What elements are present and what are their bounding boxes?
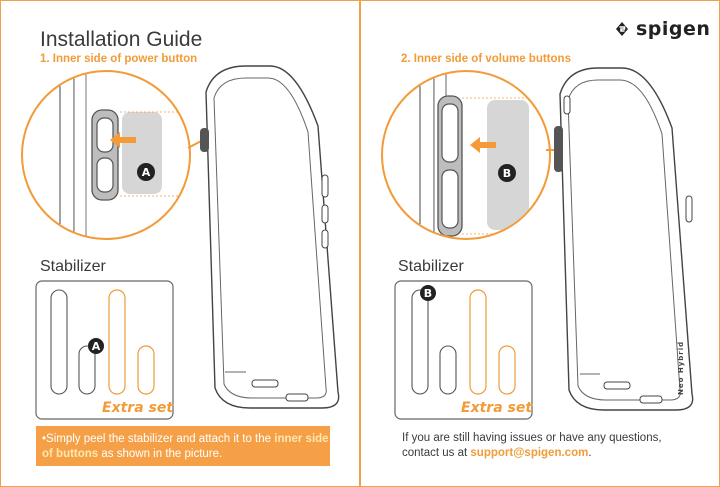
help-text: If you are still having issues or have a… (402, 431, 702, 461)
instruction-text: •Simply peel the stabilizer and attach i… (42, 432, 332, 462)
instruction-prefix: •Simply peel the stabilizer and attach i… (42, 433, 275, 445)
svg-text:Extra set: Extra set (461, 400, 533, 416)
brand-logo: spigen (612, 18, 710, 40)
svg-text:Extra set: Extra set (102, 400, 174, 416)
page-title: Installation Guide (40, 28, 203, 51)
case-brand-text: Neo Hybrid (677, 341, 685, 395)
stabilizer-box-left: A Extra set (35, 280, 174, 420)
panel-divider (359, 0, 361, 487)
svg-text:A: A (92, 340, 101, 353)
stabilizer-heading-right: Stabilizer (398, 258, 464, 275)
stabilizer-heading-left: Stabilizer (40, 258, 106, 275)
help-line-1: If you are still having issues or have a… (402, 432, 662, 444)
arrow-left-icon (110, 132, 136, 148)
svg-text:B: B (503, 167, 511, 180)
arrow-right-icon (470, 137, 496, 153)
badge-a-zoom: A (137, 163, 155, 181)
bumper-case-left (200, 65, 340, 409)
instruction-highlight: inner side of buttons (42, 433, 329, 460)
spigen-logo-icon (616, 22, 628, 36)
badge-b-zoom: B (498, 164, 516, 182)
zoom-circle-volume (381, 70, 551, 240)
step-2-label: 2. Inner side of volume buttons (401, 53, 571, 65)
instruction-suffix: as shown in the picture. (98, 448, 223, 460)
svg-text:B: B (424, 287, 432, 300)
instruction-banner (36, 426, 330, 466)
help-line-2: contact us at support@spigen.com. (402, 446, 702, 461)
step-1-label: 1. Inner side of power button (40, 53, 198, 65)
bumper-case-right: Neo Hybrid (554, 67, 694, 411)
brand-name: spigen (636, 18, 711, 40)
support-email-link[interactable]: support@spigen.com (470, 447, 589, 459)
stabilizer-box-right: B Extra set (394, 280, 533, 420)
help-contact-suffix: . (588, 447, 592, 459)
help-contact-prefix: contact us at (402, 447, 471, 459)
zoom-circle-power (21, 70, 191, 240)
svg-text:A: A (142, 166, 151, 179)
